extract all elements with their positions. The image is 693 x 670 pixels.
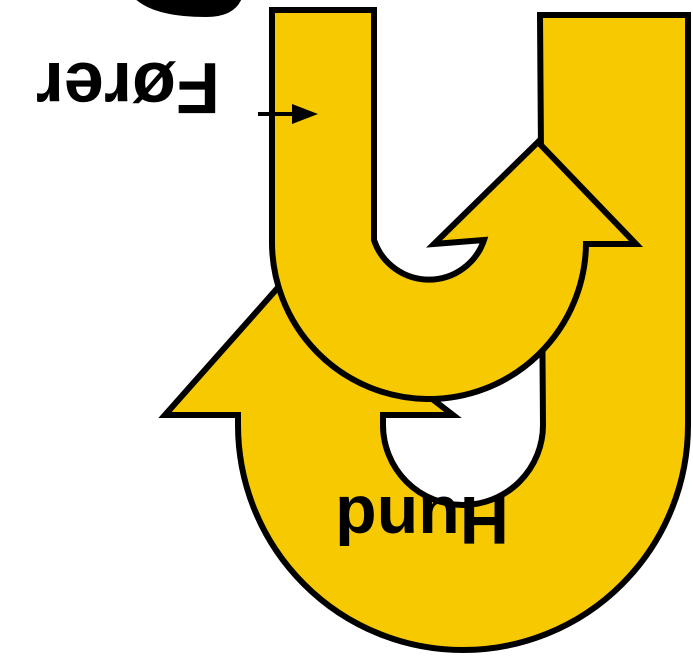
- dog-label: Hund: [335, 482, 509, 558]
- handler-label: Fører: [36, 47, 220, 127]
- partial-black-circle: [138, 0, 240, 16]
